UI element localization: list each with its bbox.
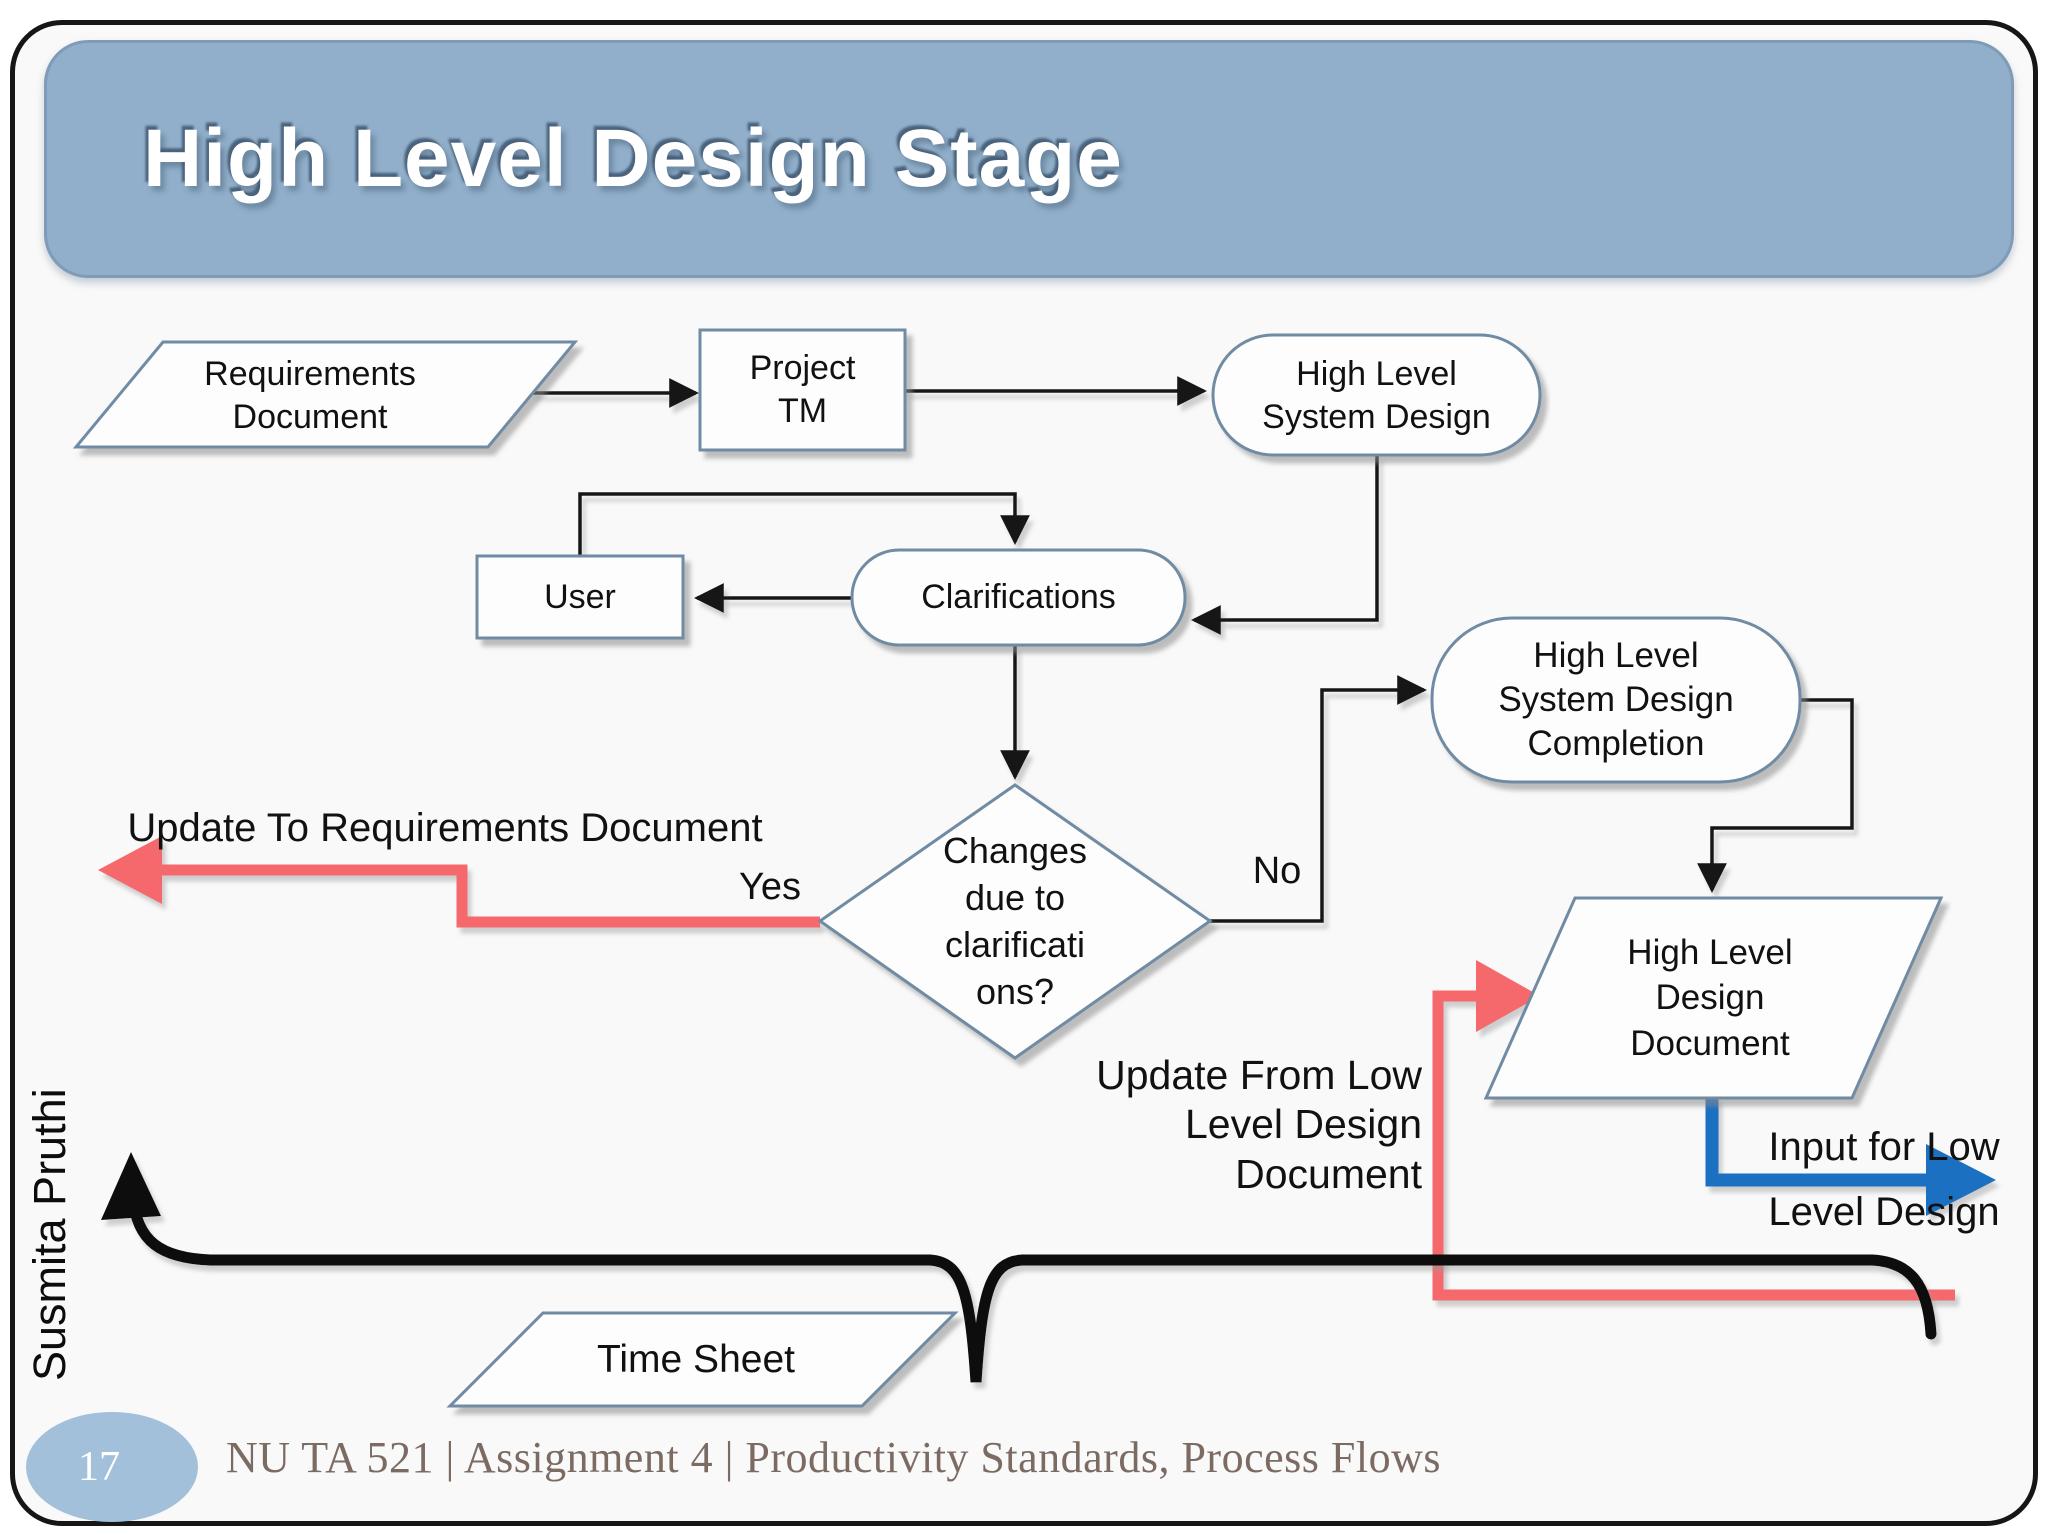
page-number-badge: 17 [26,1412,198,1522]
connector-completion-to-hldd [1697,698,1854,893]
no-label: No [1252,850,1302,893]
clarifications-shape [850,548,1187,647]
input-for-lld-line [1705,1096,1930,1187]
update-from-lld-label: Update From Low Level Design Document [1096,1052,1422,1197]
page-title: High Level Design Stage [143,113,1123,204]
connector-hlsd-to-clarifications [1191,455,1379,635]
time-sheet-label: Time Sheet [597,1338,795,1382]
completion-shape [1430,616,1802,784]
user-shape [475,554,685,640]
completion-label: High Level System Design Completion [1498,635,1734,764]
update-from-lld-arrowhead-icon [1476,960,1540,1032]
input-for-lld-label: Input for Low Level Design [1768,1125,2000,1234]
high-level-system-design-label: High Level System Design [1262,355,1491,436]
high-level-design-document-label: High Level Design Document [1627,932,1793,1063]
footer-text: NU TA 521 | Assignment 4 | Productivity … [226,1433,1441,1482]
update-from-lld-arrow [1432,960,1955,1301]
decision-diamond-shape [817,783,1213,1060]
decision-label: Changes due to clarificati ons? [942,830,1088,1012]
high-level-system-design-shape [1211,333,1542,457]
update-to-requirements-label: Update To Requirements Document [127,805,763,850]
connector-user-to-clarifications [578,492,1030,556]
input-for-lld-arrow [1705,1096,1996,1216]
page-number: 17 [78,1444,120,1490]
yes-update-arrow [98,836,820,928]
requirements-document-label: Requirements Document [204,355,416,436]
project-tm-label: Project TM [749,349,856,430]
yes-update-arrow-line [160,864,820,928]
clarifications-label: Clarifications [921,578,1116,617]
brace-arrowhead-icon [101,1152,161,1220]
project-tm-shape [698,328,907,452]
flow-connectors [531,376,1854,923]
update-from-lld-line [1432,990,1955,1301]
yes-update-arrowhead-icon [98,836,162,904]
high-level-design-document-shape [1483,896,1944,1100]
flow-shapes [72,328,1944,1408]
title-bar: High Level Design Stage [44,40,2014,278]
author-name: Susmita Pruthi [24,1088,75,1382]
connector-no-to-completion [1210,675,1427,923]
user-label: User [544,577,616,616]
input-for-lld-arrowhead-icon [1926,1144,1996,1216]
yes-label: Yes [739,866,801,909]
brace-line [127,1190,1937,1383]
time-sheet-shape [446,1311,959,1408]
requirements-document-shape [72,340,579,449]
timesheet-brace [101,1152,1937,1383]
